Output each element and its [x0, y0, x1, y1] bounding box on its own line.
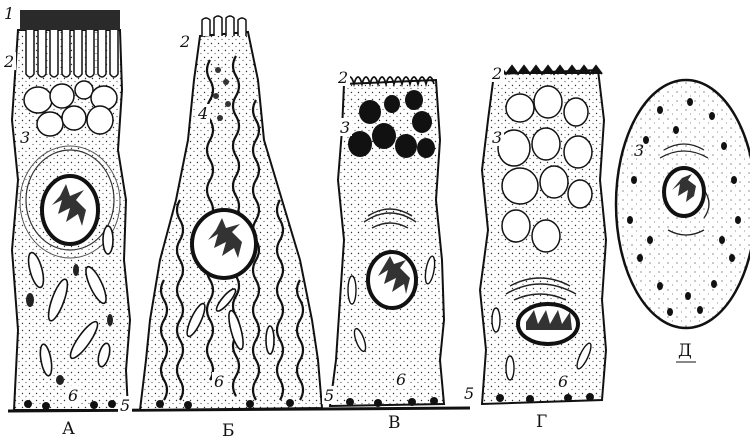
- cell-d-label-3: 3: [634, 141, 644, 160]
- cell-a: [12, 10, 130, 410]
- cell-b-label-4: 4: [197, 104, 208, 123]
- cell-g-label-5: 5: [464, 384, 474, 403]
- cell-v-label-2: 2: [337, 68, 348, 87]
- cell-a-vacuoles: [24, 81, 117, 136]
- cell-g-label-3: 3: [492, 128, 502, 147]
- cell-b-nucleus: [192, 210, 256, 278]
- caption-b: Б: [222, 421, 235, 441]
- cell-a-label-1: 1: [4, 4, 14, 23]
- cell-b-label-5: 5: [120, 396, 130, 415]
- cell-v-label-6: 6: [396, 370, 406, 389]
- cell-b-label-2: 2: [179, 32, 190, 51]
- caption-d: Д: [678, 341, 692, 361]
- cell-g-apical-bristles: [494, 66, 602, 74]
- caption-v: В: [388, 413, 401, 433]
- cell-g-nucleus: [518, 304, 578, 344]
- cell-v-label-3: 3: [340, 118, 350, 137]
- cell-a-label-2: 2: [3, 52, 14, 71]
- cell-a-granule-band: [20, 10, 120, 30]
- cell-b: [140, 16, 322, 410]
- cell-g: [480, 66, 606, 404]
- cell-v-nucleus: [368, 252, 416, 308]
- cell-d: [616, 80, 750, 328]
- cell-b-label-6: 6: [214, 372, 224, 391]
- cell-g-label-6: 6: [558, 372, 568, 391]
- caption-g: Г: [536, 412, 547, 432]
- cell-d-nucleus: [664, 168, 704, 216]
- cell-a-label-3: 3: [20, 128, 30, 147]
- cell-a-label-6: 6: [68, 386, 78, 405]
- cell-g-label-2: 2: [491, 64, 502, 83]
- cell-v-label-5: 5: [324, 386, 334, 405]
- caption-a: А: [62, 419, 75, 439]
